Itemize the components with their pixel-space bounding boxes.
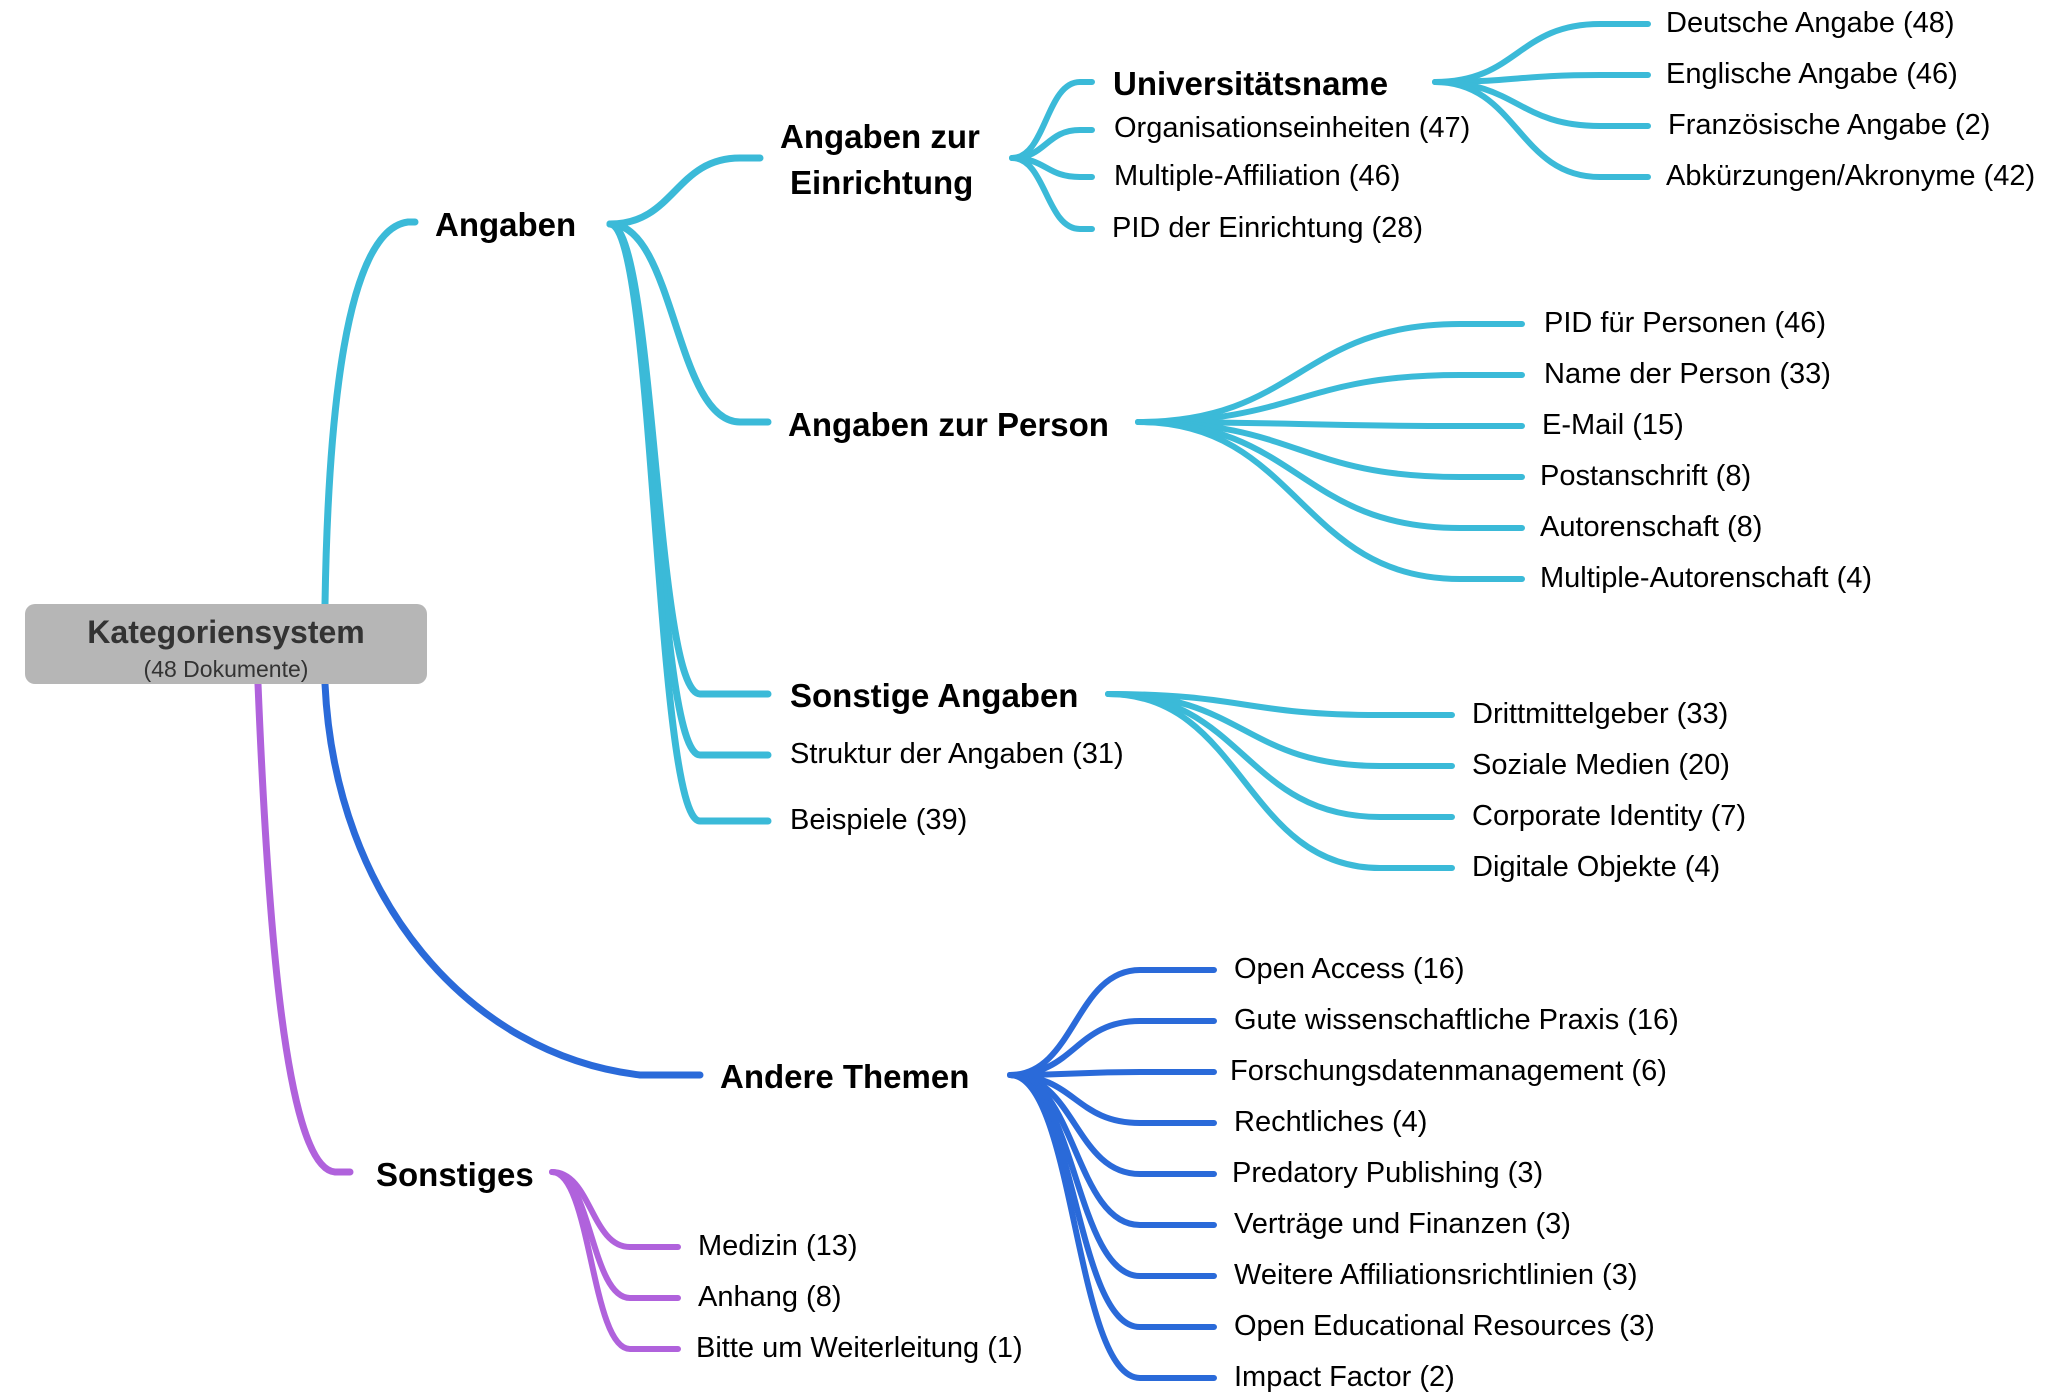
edge-root-angaben [321,218,419,608]
edge-einrichtung-3 [1009,155,1095,232]
root-node: Kategoriensystem (48 Dokumente) [25,604,427,684]
edge-andere-8 [1007,1072,1217,1381]
node-deutsche-angabe: Deutsche Angabe (48) [1666,7,1955,39]
node-name-der-person: Name der Person (33) [1544,358,1831,390]
node-angaben-einrichtung-line2: Einrichtung [790,164,974,201]
edge-universitaetsname-3 [1432,79,1651,180]
edge-andere-1 [1007,1018,1217,1078]
node-e-mail: E-Mail (15) [1542,409,1684,441]
node-autorenschaft: Autorenschaft (8) [1540,511,1763,543]
node-predatory-publishing: Predatory Publishing (3) [1232,1157,1544,1189]
node-anhang: Anhang (8) [698,1281,842,1313]
edge-sonstige-3 [1105,691,1455,871]
edge-andere-7 [1007,1072,1217,1330]
root-subtitle: (48 Dokumente) [143,656,309,682]
node-sonstige-angaben: Sonstige Angaben [790,677,1079,714]
node-pid-fuer-personen: PID für Personen (46) [1544,307,1827,339]
node-angaben: Angaben [435,206,577,243]
node-digitale-objekte: Digitale Objekte (4) [1472,851,1721,883]
node-sonstiges: Sonstiges [376,1156,534,1193]
node-vertraege-und-finanzen: Verträge und Finanzen (3) [1234,1208,1571,1240]
node-open-access: Open Access (16) [1234,953,1465,985]
edge-andere-2 [1007,1069,1217,1078]
node-corporate-identity: Corporate Identity (7) [1472,800,1747,832]
node-soziale-medien: Soziale Medien (20) [1472,749,1730,781]
root-title: Kategoriensystem [87,614,365,650]
edge-einrichtung-1 [1009,127,1095,161]
node-andere-themen: Andere Themen [720,1058,970,1095]
node-weitere-affiliationsrichtlinien: Weitere Affiliationsrichtlinien (3) [1234,1259,1638,1291]
node-drittmittelgeber: Drittmittelgeber (33) [1472,698,1729,730]
node-medizin: Medizin (13) [698,1230,858,1262]
node-open-educational-resources: Open Educational Resources (3) [1234,1310,1655,1342]
node-gute-wissenschaftliche-praxis: Gute wissenschaftliche Praxis (16) [1234,1004,1679,1036]
node-forschungsdatenmanagement: Forschungsdatenmanagement (6) [1230,1055,1667,1087]
node-abkuerzungen-akronyme: Abkürzungen/Akronyme (42) [1666,160,2036,192]
edge-angaben-einrichtung [606,154,764,228]
edge-root-sonstiges [254,680,354,1176]
node-organisationseinheiten: Organisationseinheiten (47) [1114,112,1471,144]
node-multiple-affiliation: Multiple-Affiliation (46) [1114,160,1401,192]
node-franzoesische-angabe: Französische Angabe (2) [1668,109,1991,141]
node-impact-factor: Impact Factor (2) [1234,1361,1455,1393]
node-angaben-person: Angaben zur Person [788,406,1109,443]
edge-sonstiges-2 [549,1169,681,1352]
edge-angaben-beispiele [606,220,772,825]
node-beispiele: Beispiele (39) [790,804,968,836]
node-angaben-einrichtung-line1: Angaben zur [780,118,980,155]
edge-root-andere [321,680,704,1079]
node-englische-angabe: Englische Angabe (46) [1666,58,1958,90]
node-universitaetsname: Universitätsname [1113,65,1389,102]
edge-person-5 [1135,419,1525,582]
edge-einrichtung-0 [1009,79,1095,161]
node-bitte-um-weiterleitung: Bitte um Weiterleitung (1) [696,1332,1023,1364]
node-struktur-der-angaben: Struktur der Angaben (31) [790,738,1124,770]
edge-angaben-person [606,220,772,426]
node-postanschrift: Postanschrift (8) [1540,460,1752,492]
node-pid-der-einrichtung: PID der Einrichtung (28) [1112,212,1424,244]
node-rechtliches: Rechtliches (4) [1234,1106,1428,1138]
node-multiple-autorenschaft: Multiple-Autorenschaft (4) [1540,562,1873,594]
